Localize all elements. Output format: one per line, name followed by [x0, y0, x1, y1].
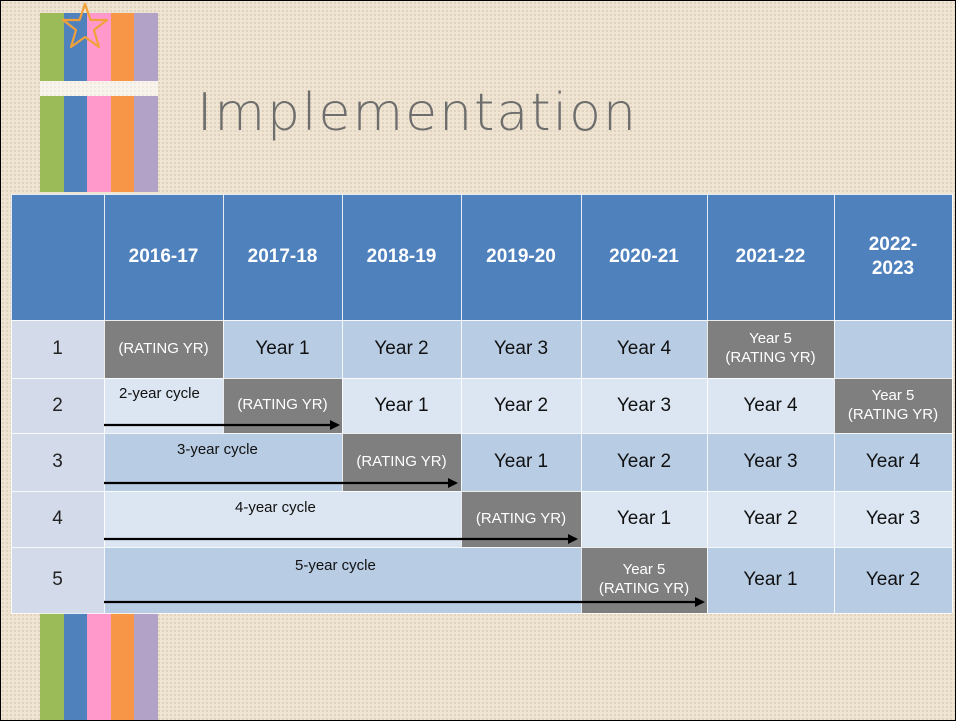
decorative-stripes-middle	[40, 96, 158, 192]
cycle-span	[104, 491, 461, 547]
decorative-stripes-top	[40, 13, 158, 81]
header-year: 2016-17	[104, 194, 223, 320]
rating-year-cell: (RATING YR)	[461, 491, 581, 547]
table-cell: Year 2	[707, 491, 834, 547]
row-label: 1	[11, 320, 104, 378]
table-cell: Year 2	[342, 320, 461, 378]
header-year: 2022-2023	[834, 194, 952, 320]
cycle-label: 3-year cycle	[177, 441, 258, 459]
table-cell: Year 1	[342, 378, 461, 433]
table-cell: Year 4	[581, 320, 707, 378]
table-cell: Year 4	[707, 378, 834, 433]
table-cell: Year 4	[834, 433, 952, 491]
cycle-label: 5-year cycle	[295, 557, 376, 575]
table-cell: Year 1	[707, 547, 834, 613]
decorative-band	[40, 81, 158, 96]
rating-year-cell: (RATING YR)	[104, 320, 223, 378]
table-cell: Year 1	[223, 320, 342, 378]
row-label: 4	[11, 491, 104, 547]
table-cell: Year 3	[461, 320, 581, 378]
cycle-label: 4-year cycle	[235, 498, 316, 516]
cycle-span	[104, 378, 223, 433]
header-year: 2018-19	[342, 194, 461, 320]
rating-year-cell: (RATING YR)	[223, 378, 342, 433]
slide-title: Implementation	[197, 83, 638, 143]
cycle-label: 2-year cycle	[119, 385, 200, 403]
header-year: 2020-21	[581, 194, 707, 320]
row-label: 3	[11, 433, 104, 491]
rating-year-cell: Year 5(RATING YR)	[707, 320, 834, 378]
table-cell: Year 2	[581, 433, 707, 491]
table-cell: Year 2	[461, 378, 581, 433]
table-cell: Year 1	[581, 491, 707, 547]
rating-year-cell: Year 5(RATING YR)	[834, 378, 952, 433]
table-cell: Year 3	[834, 491, 952, 547]
table-cell: Year 2	[834, 547, 952, 613]
header-corner	[11, 194, 104, 320]
table-cell	[834, 320, 952, 378]
table-cell: Year 1	[461, 433, 581, 491]
header-year: 2017-18	[223, 194, 342, 320]
table-cell: Year 3	[581, 378, 707, 433]
rating-year-cell: (RATING YR)	[342, 433, 461, 491]
star-icon	[61, 2, 109, 49]
decorative-stripes-bottom	[40, 613, 158, 720]
table-cell: Year 3	[707, 433, 834, 491]
row-label: 5	[11, 547, 104, 613]
row-label: 2	[11, 378, 104, 433]
header-year: 2019-20	[461, 194, 581, 320]
header-year: 2021-22	[707, 194, 834, 320]
